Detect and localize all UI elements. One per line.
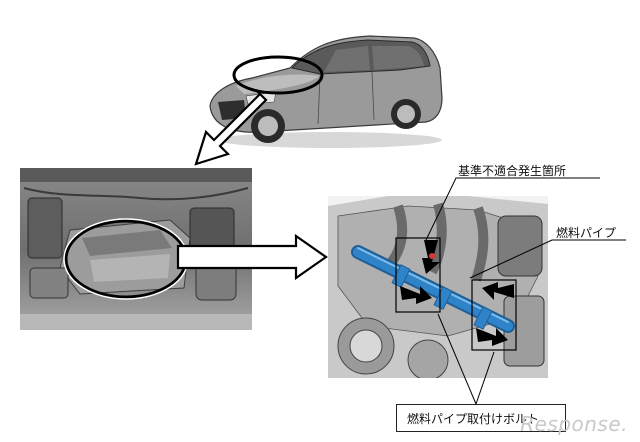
car-illustration [209, 35, 443, 148]
nonconformity-location-label: 基準不適合発生箇所 [458, 164, 567, 178]
fuel-pipe-bolt-callout: 燃料パイプ取付けボルト [396, 404, 566, 432]
fuel-pipe-bolt-label: 燃料パイプ取付けボルト [407, 412, 540, 426]
watermark: Response. [520, 412, 628, 436]
fuel-pipe-label: 燃料パイプ [556, 226, 617, 240]
watermark-text: Response. [520, 412, 628, 436]
arrow-icon [194, 89, 268, 166]
arrow-icon [176, 234, 328, 280]
engine-closeup-illustration [328, 196, 548, 378]
